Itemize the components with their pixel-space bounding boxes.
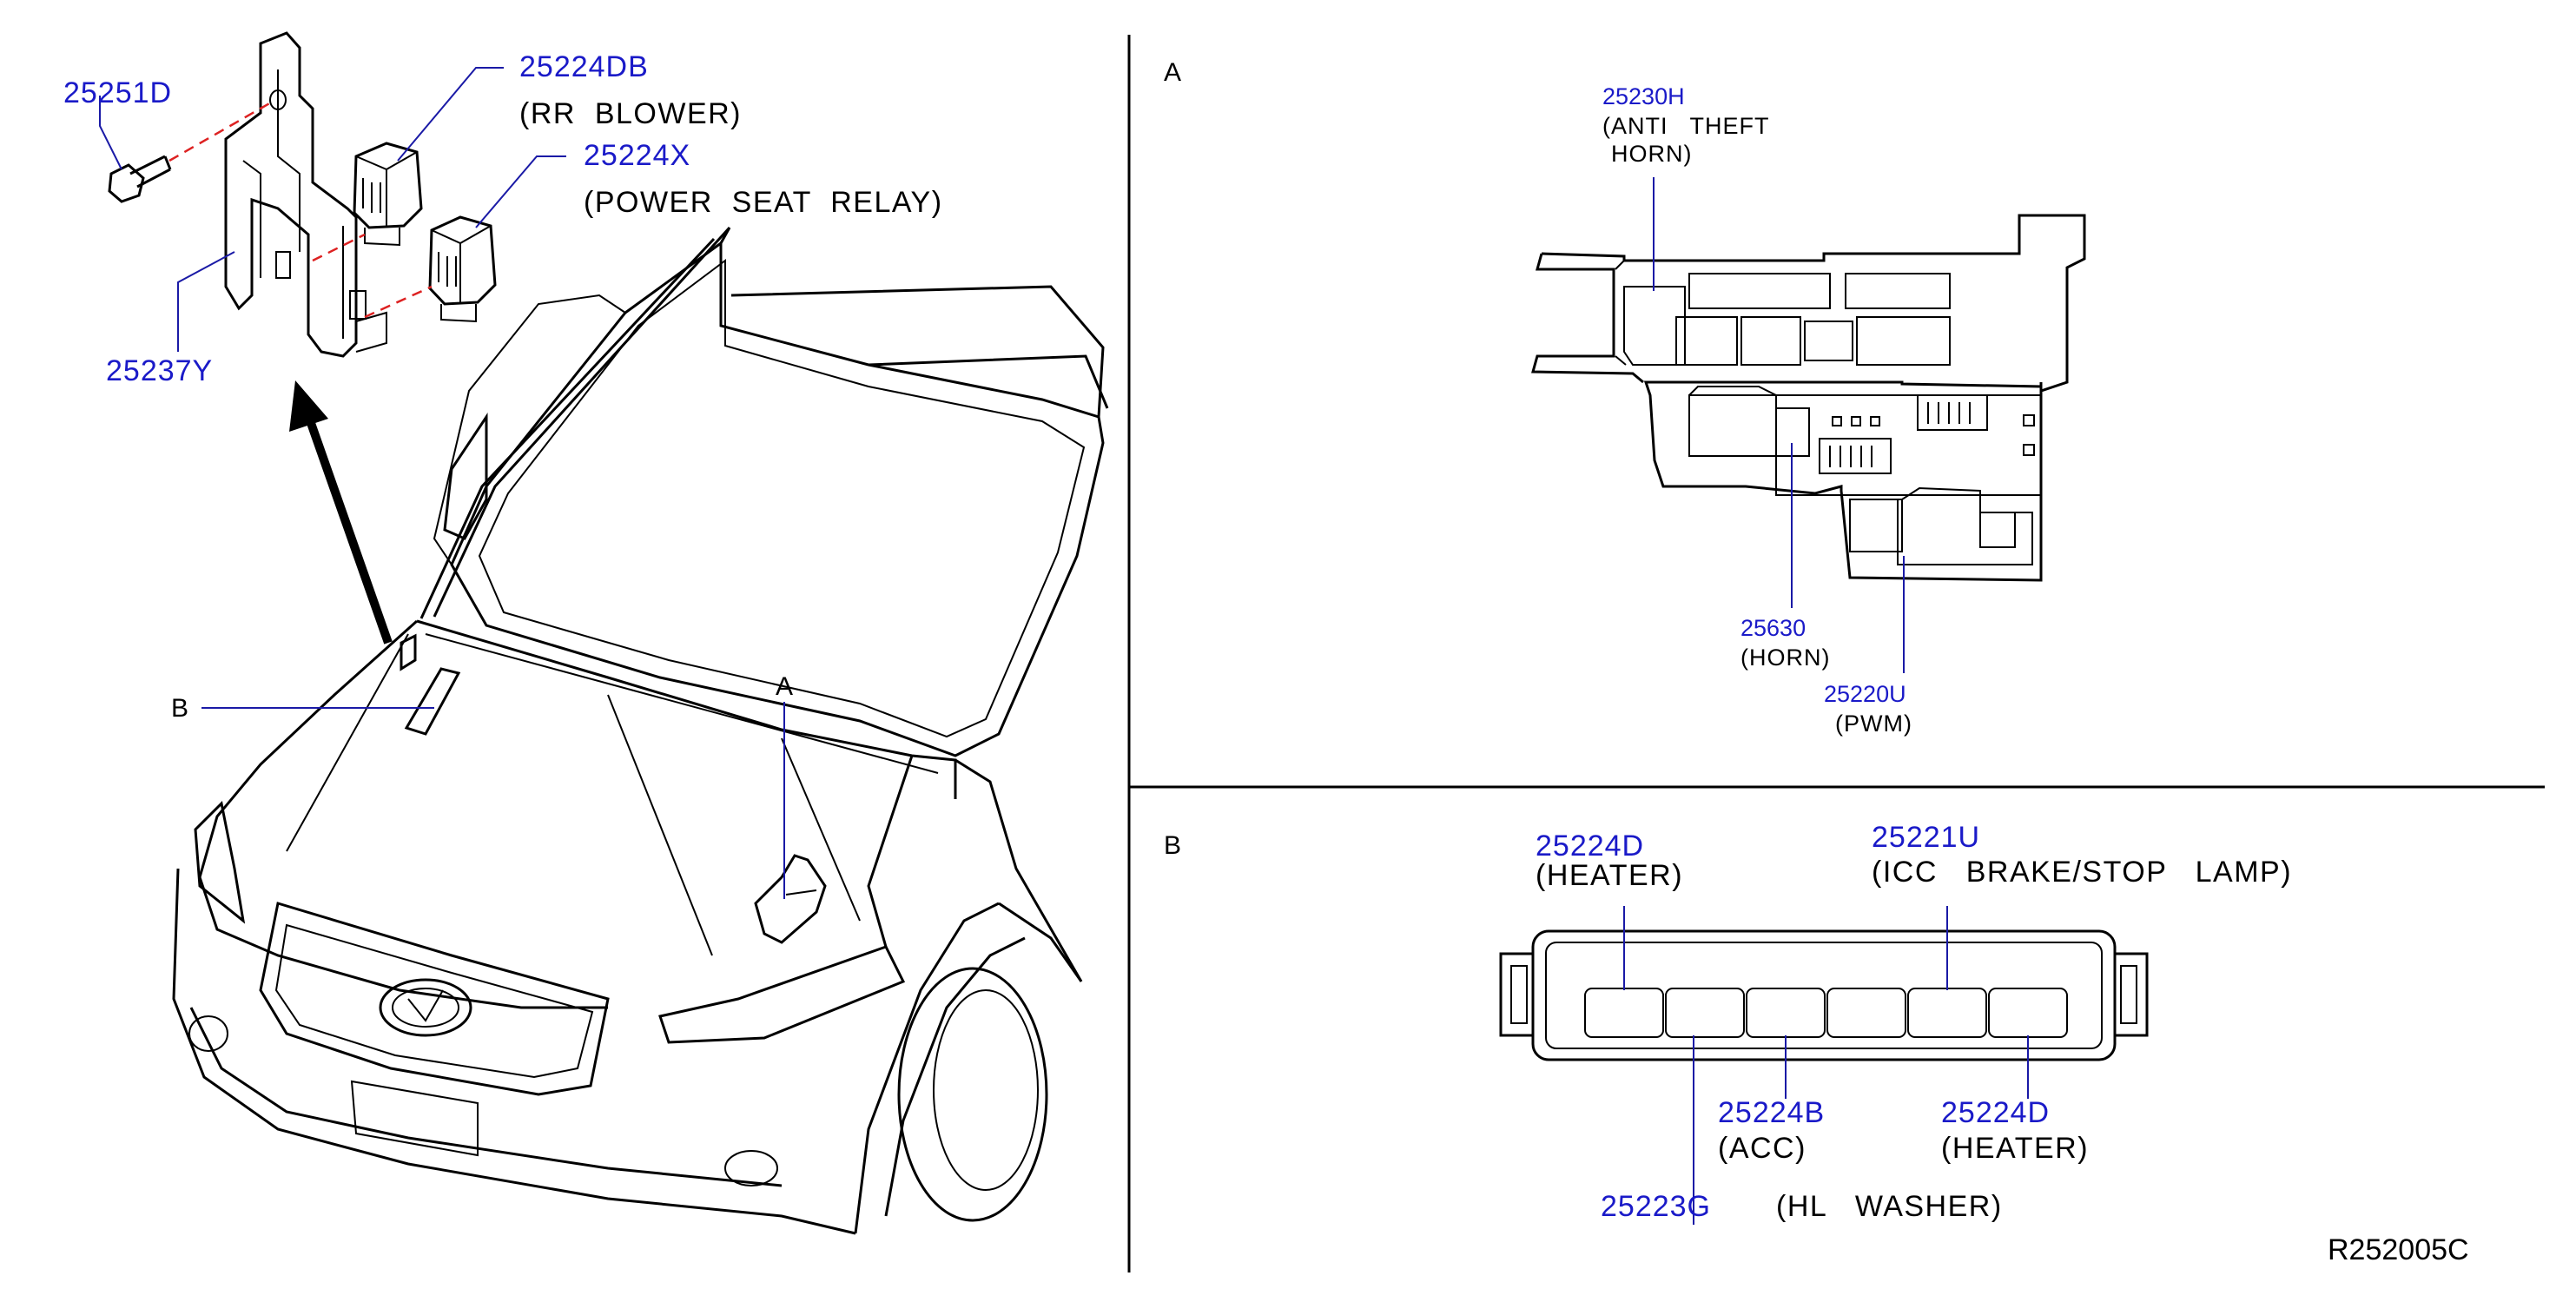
relay-dash-line-1 — [312, 233, 366, 262]
desc-anti-theft: (ANTI THEFT — [1602, 113, 1770, 139]
desc-pwm: (PWM) — [1835, 711, 1912, 737]
label-25224D-top: 25224D — [1536, 830, 1644, 863]
relay-power-seat — [428, 215, 497, 323]
desc-heater-bottom: (HEATER) — [1941, 1132, 2089, 1165]
desc-rr-blower: (RR BLOWER) — [519, 97, 742, 130]
relay-block — [1499, 929, 2149, 1061]
label-25251D: 25251D — [63, 76, 172, 109]
section-a-box — [1531, 214, 2086, 582]
relay-bracket — [224, 31, 387, 358]
bolt-dash-line — [168, 101, 272, 162]
label-25223G: 25223G — [1601, 1190, 1711, 1223]
label-25237Y: 25237Y — [106, 354, 213, 387]
label-25224D-bottom: 25224D — [1941, 1096, 2050, 1129]
label-25221U: 25221U — [1872, 821, 1980, 854]
desc-icc-brake: (ICC BRAKE/STOP LAMP) — [1872, 856, 2292, 889]
relay-dash-line-2 — [364, 285, 433, 319]
bolt — [108, 155, 172, 203]
desc-power-seat-relay: (POWER SEAT RELAY) — [584, 186, 943, 219]
callout-b-letter: B — [171, 694, 188, 723]
leader-25224DB — [397, 67, 504, 162]
location-arrow — [289, 380, 393, 644]
label-25224DB: 25224DB — [519, 50, 649, 83]
label-25224B: 25224B — [1718, 1096, 1825, 1129]
drawing-reference: R252005C — [2328, 1233, 2469, 1266]
vehicle-illustration — [172, 226, 1109, 1235]
section-b-title: B — [1164, 831, 1181, 860]
desc-horn: (HORN) — [1740, 644, 1830, 671]
label-25220U: 25220U — [1824, 681, 1906, 707]
desc-hl-washer: (HL WASHER) — [1776, 1190, 2003, 1223]
leader-25251D — [99, 96, 122, 170]
desc-acc: (ACC) — [1718, 1132, 1807, 1165]
label-25630: 25630 — [1740, 615, 1806, 641]
label-25224X: 25224X — [584, 139, 690, 172]
section-a-title: A — [1164, 58, 1181, 87]
leader-25237Y — [177, 251, 235, 352]
relay-rr-blower — [353, 142, 423, 247]
label-25230H: 25230H — [1602, 83, 1685, 109]
desc-horn-anti-theft: HORN) — [1611, 141, 1693, 167]
desc-heater-top: (HEATER) — [1536, 859, 1683, 892]
leader-25224X — [475, 155, 566, 228]
callout-a-letter: A — [776, 672, 793, 701]
